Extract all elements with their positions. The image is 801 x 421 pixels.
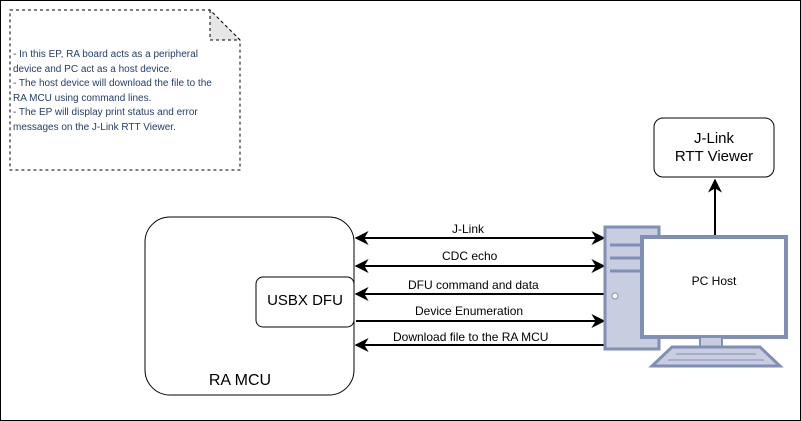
arrow-label-cdc-echo: CDC echo bbox=[442, 249, 498, 263]
arrow-label-dfu-command: DFU command and data bbox=[408, 278, 539, 292]
jlink-rtt-viewer-box bbox=[653, 117, 775, 178]
usbx-dfu-label: USBX DFU bbox=[267, 292, 343, 309]
ra-mcu-label: RA MCU bbox=[208, 372, 272, 389]
usbx-dfu-box bbox=[255, 276, 355, 328]
jlink-viewer-label-line2: RTT Viewer bbox=[674, 148, 754, 165]
arrow-label-download-file: Download file to the RA MCU bbox=[393, 330, 549, 344]
note-text: - In this EP, RA board acts as a periphe… bbox=[13, 48, 241, 135]
pc-host-label: PC Host bbox=[691, 274, 737, 288]
note-line: - The host device will download the file… bbox=[13, 78, 212, 89]
note-line: - In this EP, RA board acts as a periphe… bbox=[13, 49, 198, 60]
jlink-viewer-label-line1: J-Link bbox=[693, 130, 734, 147]
arrow-label-device-enumeration: Device Enumeration bbox=[415, 304, 524, 318]
note-line: device and PC act as a host device. bbox=[13, 63, 172, 75]
note-shape bbox=[9, 8, 242, 171]
note-line: - The EP will display print status and e… bbox=[13, 107, 198, 118]
note-line: RA MCU using command lines. bbox=[13, 92, 152, 104]
pc-host-icon bbox=[603, 225, 788, 368]
note-line: messages on the J-Link RTT Viewer. bbox=[13, 121, 176, 133]
arrow-label-jlink: J-Link bbox=[452, 222, 485, 236]
